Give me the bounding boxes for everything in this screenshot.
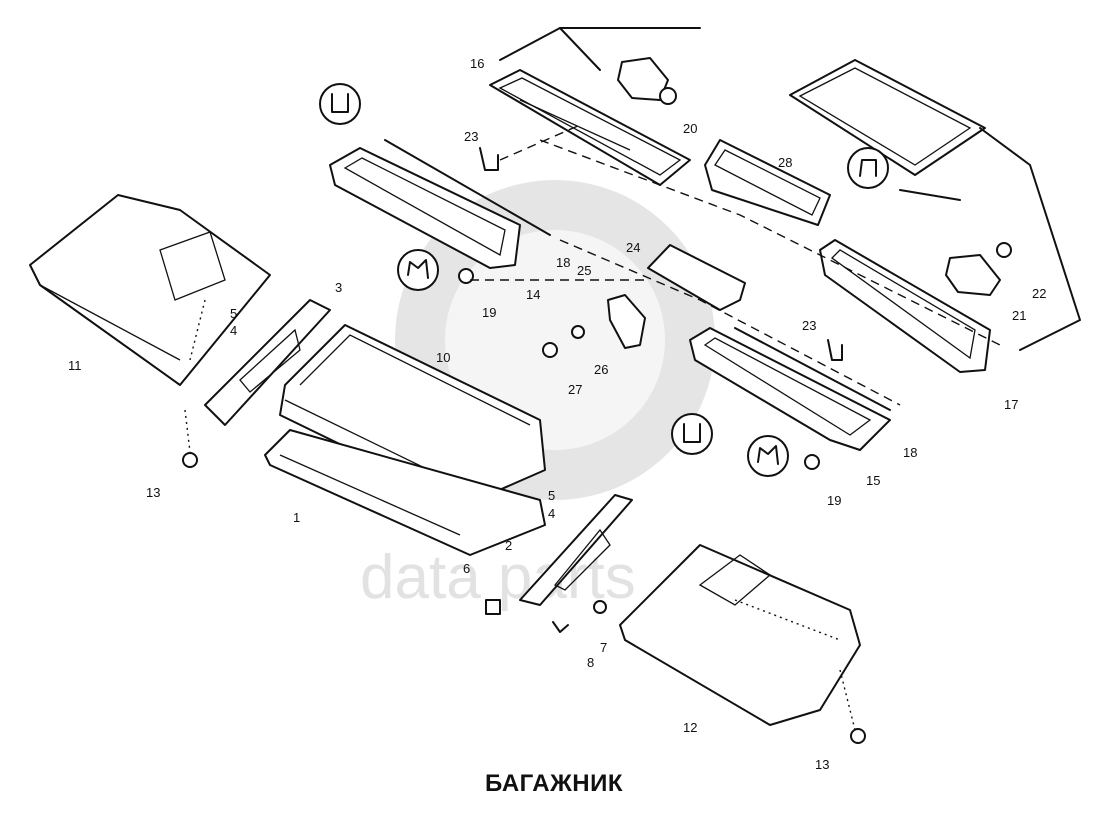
callout-28: 28 [778, 155, 792, 170]
callout-26: 26 [594, 362, 608, 377]
clips-13 [182, 409, 866, 744]
callout-18b: 18 [903, 445, 917, 460]
callout-16: 16 [470, 56, 484, 71]
callout-2: 2 [505, 538, 512, 553]
callout-25: 25 [577, 263, 591, 278]
part-25-bracket [542, 294, 646, 358]
part-10-lid-trim [279, 324, 546, 506]
callout-12: 12 [683, 720, 697, 735]
callout-6: 6 [463, 561, 470, 576]
callout-3: 3 [335, 280, 342, 295]
part-14-trim [329, 139, 551, 269]
callout-11: 11 [68, 358, 82, 373]
callout-4: 4 [230, 323, 237, 338]
callout-7: 7 [600, 640, 607, 655]
callout-27: 27 [568, 382, 582, 397]
callout-17: 17 [1004, 397, 1018, 412]
callout-24: 24 [626, 240, 640, 255]
callout-8: 8 [587, 655, 594, 670]
callout-4b: 4 [548, 506, 555, 521]
callout-20: 20 [683, 121, 697, 136]
callout-15: 15 [866, 473, 880, 488]
callout-5b: 5 [548, 488, 555, 503]
detail-circles [319, 83, 889, 477]
callout-10: 10 [436, 350, 450, 365]
part-11-side-trim [29, 194, 271, 386]
callout-1: 1 [293, 510, 300, 525]
part-21-lamp [945, 242, 1012, 296]
part-16-panel [489, 69, 691, 186]
callout-13b: 13 [815, 757, 829, 772]
part-12-side-trim [619, 544, 861, 731]
callout-14: 14 [526, 287, 540, 302]
assembly-lines [470, 124, 1001, 406]
callout-21: 21 [1012, 308, 1026, 323]
part-24-plate [647, 244, 746, 311]
callout-labels: 1 2 3 4 5 4 5 6 7 8 10 11 12 13 13 14 15… [68, 56, 1046, 772]
small-fasteners [485, 599, 607, 633]
diagram-caption: БАГАЖНИК [484, 770, 623, 797]
callout-5: 5 [230, 306, 237, 321]
part-3-plate [204, 299, 331, 426]
part-28-bracket [704, 139, 831, 226]
callout-22: 22 [1032, 286, 1046, 301]
u-clips-23 [479, 147, 843, 361]
part-17-trim [819, 239, 991, 373]
nuts-19 [458, 268, 820, 470]
part-2-plate [519, 494, 633, 606]
part-15-trim [689, 327, 891, 451]
callout-13: 13 [146, 485, 160, 500]
part-1-lid-panel [264, 429, 546, 556]
part-20-lamp [617, 57, 677, 105]
callout-18: 18 [556, 255, 570, 270]
callout-23b: 23 [802, 318, 816, 333]
callout-19b: 19 [827, 493, 841, 508]
callout-19: 19 [482, 305, 496, 320]
callout-23: 23 [464, 129, 478, 144]
